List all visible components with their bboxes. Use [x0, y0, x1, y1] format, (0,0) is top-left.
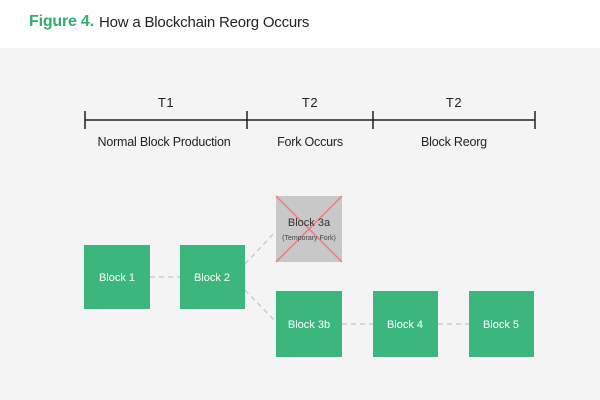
block-2-label: Block 2	[194, 272, 230, 284]
block-3a-note: (Temporary Fork)	[282, 235, 336, 242]
block-3b-label: Block 3b	[288, 319, 330, 331]
figure-header: Figure 4. How a Blockchain Reorg Occurs	[0, 0, 600, 48]
phase-2-name: T2	[302, 95, 318, 110]
block-4-box	[373, 291, 438, 357]
block-4-label: Block 4	[387, 319, 423, 331]
phase-1-name: T1	[158, 95, 174, 110]
phase-2-description: Fork Occurs	[277, 135, 343, 149]
block-4: Block 4	[373, 291, 438, 357]
block-3b: Block 3b	[276, 291, 342, 357]
connector-b2-b3b	[244, 289, 277, 323]
block-1-box	[84, 245, 150, 309]
block-3a-cross-line-2	[275, 195, 343, 263]
block-1: Block 1	[84, 245, 150, 309]
phase-1-description: Normal Block Production	[98, 135, 231, 149]
connector-b2-b3a	[244, 230, 277, 265]
block-5-label: Block 5	[483, 319, 519, 331]
block-5: Block 5	[469, 291, 534, 357]
block-3b-box	[276, 291, 342, 357]
figure-title: How a Blockchain Reorg Occurs	[99, 14, 310, 31]
block-3a-label: Block 3a	[288, 217, 331, 229]
figure-label: Figure 4.	[29, 13, 94, 30]
block-2: Block 2	[180, 245, 245, 309]
phase-3-description: Block Reorg	[421, 135, 487, 149]
connectors	[150, 230, 469, 325]
timeline: T1 T2 T2 Normal Block Production Fork Oc…	[84, 95, 536, 149]
block-3a-orphan: Block 3a (Temporary Fork)	[275, 195, 343, 263]
block-1-label: Block 1	[99, 272, 135, 284]
block-2-box	[180, 245, 245, 309]
block-5-box	[469, 291, 534, 357]
phase-3-name: T2	[446, 95, 462, 110]
